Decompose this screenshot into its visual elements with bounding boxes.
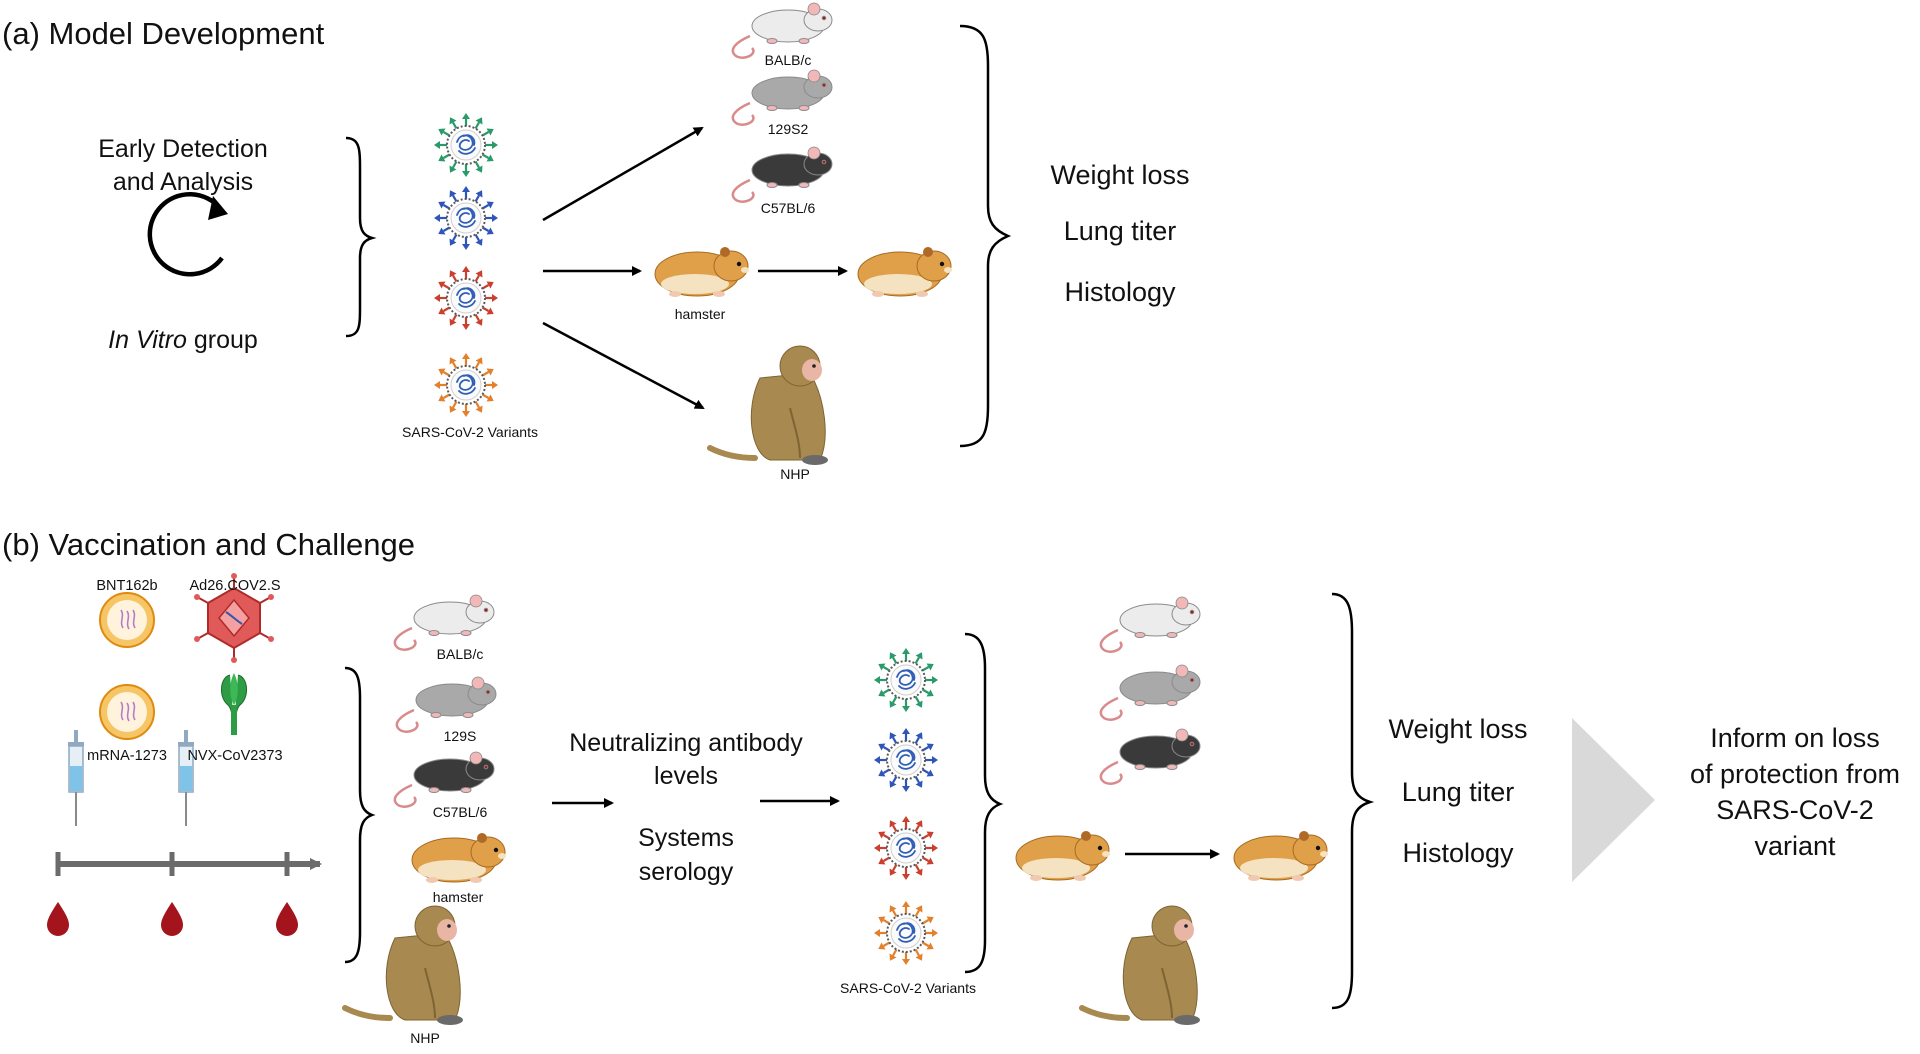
monkey-icon-b2 (1082, 906, 1200, 1025)
hamster-icon-a1 (654, 246, 750, 298)
brace-left-a (345, 136, 377, 338)
hamster-icon-a2 (857, 246, 953, 298)
monkey-icon-b1 (345, 906, 463, 1025)
vaccine-label-mrna: mRNA-1273 (87, 748, 167, 764)
arrow-to-nhp-a (542, 321, 705, 410)
virus-orange-b (874, 901, 938, 965)
nhp-label-a: NHP (780, 466, 810, 482)
conclusion-label: Inform on loss of protection from SARS-C… (1689, 723, 1901, 861)
hamster-icon-b1 (411, 832, 507, 884)
circular-arrow-icon (147, 192, 228, 277)
assay-neutralizing-label: Neutralizing antibody levels (569, 729, 803, 790)
syringe-icon-1 (68, 730, 84, 826)
vaccine-label-ad26: Ad26.COV2.S (189, 578, 281, 594)
mouse-icon-black-a (731, 145, 834, 203)
mouse-icon-white-a (731, 1, 834, 59)
brace-right-a (959, 24, 1012, 448)
outcome-lung-titer-b: Lung titer (1401, 777, 1515, 807)
virus-red-b (874, 816, 938, 880)
adenovirus-icon (194, 573, 274, 663)
blood-drop-icon-2 (161, 902, 183, 936)
variants-label-b: SARS-CoV-2 Variants (840, 980, 976, 996)
section-a-title: (a) Model Development (2, 16, 325, 51)
blood-drop-icon-3 (276, 902, 298, 936)
mouse-icon-grey-a (731, 68, 834, 126)
spike-protein-icon (221, 673, 247, 735)
mouse-icon-black-b1 (393, 750, 496, 808)
mouse-label-balbc-a: BALB/c (764, 52, 812, 68)
outcome-weight-loss-a: Weight loss (1050, 160, 1190, 190)
mouse-label-c57bl6-a: C57BL/6 (760, 200, 816, 216)
assay-serology-label: Systems serology (638, 824, 734, 886)
hamster-label-b: hamster (432, 889, 484, 905)
mouse-label-129s-b: 129S (443, 728, 477, 744)
outcome-lung-titer-a: Lung titer (1063, 216, 1177, 246)
brace-right-b (1331, 592, 1375, 1010)
early-detection-label: Early Detection and Analysis (98, 135, 268, 196)
nhp-label-b: NHP (410, 1030, 440, 1046)
arrow-to-mice-a (542, 126, 704, 222)
mouse-label-balbc-b: BALB/c (436, 646, 484, 662)
lipid-nanoparticle-icon-mrna (99, 684, 155, 740)
mouse-icon-white-b1 (393, 593, 496, 651)
brace-mid-b (964, 632, 1004, 974)
virus-green-a (434, 113, 498, 177)
mouse-icon-white-b2 (1099, 595, 1202, 653)
mouse-icon-black-b2 (1099, 727, 1202, 785)
mouse-icon-grey-b1 (395, 675, 498, 733)
section-b-title: (b) Vaccination and Challenge (2, 527, 416, 562)
in-vitro-label: In Vitro group (66, 326, 300, 355)
lipid-nanoparticle-icon-bnt (99, 592, 155, 648)
virus-red-a (434, 266, 498, 330)
blood-drop-icon-1 (47, 902, 69, 936)
mouse-label-129s2-a: 129S2 (767, 121, 809, 137)
outcome-weight-loss-b: Weight loss (1388, 714, 1528, 744)
hamster-icon-b2 (1015, 830, 1111, 882)
vaccine-label-nvx: NVX-CoV2373 (187, 748, 283, 764)
variants-label-a: SARS-CoV-2 Variants (402, 424, 538, 440)
in-vitro-italic: In Vitro (108, 326, 187, 354)
virus-green-b (874, 648, 938, 712)
grey-triangle-arrow (1572, 718, 1655, 882)
mouse-label-c57bl6-b: C57BL/6 (432, 804, 488, 820)
mouse-icon-grey-b2 (1099, 663, 1202, 721)
hamster-icon-b3 (1233, 830, 1329, 882)
virus-orange-a (434, 353, 498, 417)
in-vitro-rest: group (186, 326, 258, 354)
timeline (55, 852, 322, 876)
hamster-label-a: hamster (674, 306, 726, 322)
vaccine-label-bnt: BNT162b (96, 578, 158, 594)
virus-blue-b (874, 728, 938, 792)
syringe-icon-2 (178, 730, 194, 826)
brace-left-b (344, 666, 376, 964)
outcome-histology-a: Histology (1064, 277, 1176, 307)
outcome-histology-b: Histology (1402, 838, 1514, 868)
monkey-icon-a (710, 346, 828, 465)
virus-blue-a (434, 186, 498, 250)
